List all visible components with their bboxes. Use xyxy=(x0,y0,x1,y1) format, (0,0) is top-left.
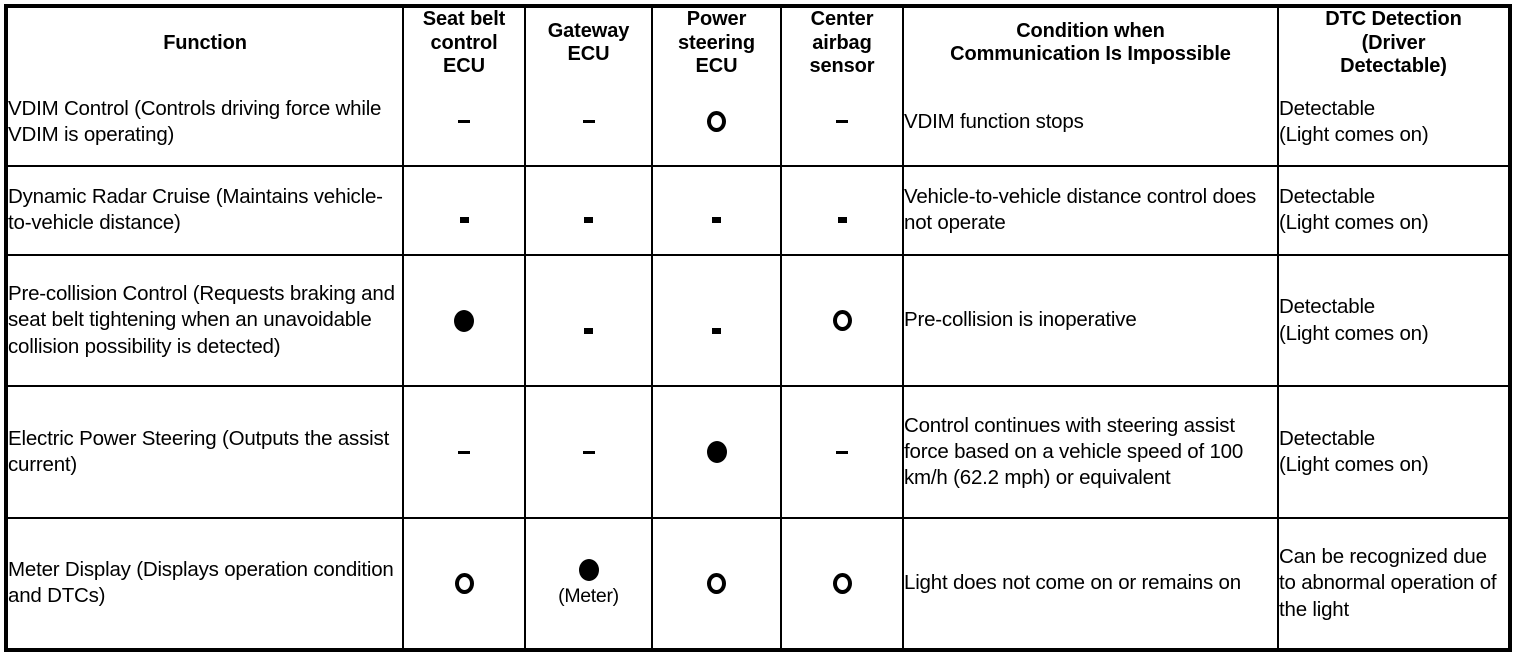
dash-icon xyxy=(458,450,470,454)
filled-circle-icon xyxy=(578,559,599,582)
mark-note: (Meter) xyxy=(558,585,619,608)
cell-condition: Control continues with steering assist f… xyxy=(902,385,1279,519)
cell-gateway-ecu xyxy=(524,78,653,167)
open-circle-icon xyxy=(454,572,474,594)
mark-stack: (Meter) xyxy=(526,559,651,607)
cell-center-airbag-sensor xyxy=(780,253,904,388)
mark-stack xyxy=(404,120,524,124)
cell-dtc-detection: Detectable(Light comes on) xyxy=(1277,164,1508,256)
filled-circle-icon xyxy=(454,309,474,332)
open-circle-icon xyxy=(707,111,726,133)
cell-power-steering-ecu xyxy=(651,253,782,388)
cell-center-airbag-sensor xyxy=(780,385,904,519)
cell-center-airbag-sensor xyxy=(780,516,904,648)
mark-stack xyxy=(653,441,780,464)
dash-icon xyxy=(582,450,595,454)
table-row: Electric Power Steering (Outputs the ass… xyxy=(8,385,1508,519)
dash-icon xyxy=(712,217,721,224)
table-row: VDIM Control (Controls driving force whi… xyxy=(8,78,1508,167)
mark-stack xyxy=(653,207,780,224)
cell-seat-belt-control-ecu xyxy=(402,516,526,648)
cell-condition: Light does not come on or remains on xyxy=(902,516,1279,648)
cell-gateway-ecu xyxy=(524,385,653,519)
mark-stack xyxy=(782,310,902,332)
dash-icon xyxy=(458,120,470,124)
filled-circle-icon xyxy=(706,441,727,464)
mark-stack xyxy=(653,318,780,334)
mark-stack xyxy=(653,572,780,594)
cell-dtc-detection: Detectable(Light comes on) xyxy=(1277,385,1508,519)
cell-dtc-detection: Detectable(Light comes on) xyxy=(1277,253,1508,388)
open-circle-icon xyxy=(832,572,852,594)
mark-stack xyxy=(404,450,524,454)
mark-stack xyxy=(782,572,902,594)
cell-power-steering-ecu xyxy=(651,385,782,519)
mark-stack xyxy=(526,318,651,334)
dash-icon xyxy=(459,217,469,224)
mark-stack xyxy=(526,120,651,124)
cell-power-steering-ecu xyxy=(651,516,782,648)
open-circle-icon xyxy=(832,310,852,332)
cell-gateway-ecu xyxy=(524,253,653,388)
cell-gateway-ecu xyxy=(524,164,653,256)
dash-icon xyxy=(836,450,848,454)
mark-stack xyxy=(526,207,651,224)
cell-condition: Vehicle-to-vehicle distance control does… xyxy=(902,164,1279,256)
table-row: Meter Display (Displays operation condit… xyxy=(8,516,1508,648)
cell-center-airbag-sensor xyxy=(780,78,904,167)
dash-icon xyxy=(712,327,721,334)
mark-stack xyxy=(404,309,524,332)
cell-gateway-ecu: (Meter) xyxy=(524,516,653,648)
mark-stack xyxy=(653,111,780,133)
dash-icon xyxy=(836,120,848,124)
dash-icon xyxy=(837,217,847,224)
cell-condition: Pre-collision is inoperative xyxy=(902,253,1279,388)
cell-seat-belt-control-ecu xyxy=(402,385,526,519)
mark-stack xyxy=(782,450,902,454)
mark-stack xyxy=(404,207,524,224)
column-header-function: Function xyxy=(8,8,404,79)
dash-icon xyxy=(584,327,593,334)
cell-function-name: VDIM Control (Controls driving force whi… xyxy=(8,78,404,167)
open-circle-icon xyxy=(707,572,726,594)
cell-dtc-detection: Detectable(Light comes on) xyxy=(1277,78,1508,167)
cell-dtc-detection: Can be recognized due to abnormal operat… xyxy=(1277,516,1508,648)
cell-power-steering-ecu xyxy=(651,78,782,167)
cell-function-name: Electric Power Steering (Outputs the ass… xyxy=(8,385,404,519)
table-row: Pre-collision Control (Requests braking … xyxy=(8,253,1508,388)
cell-center-airbag-sensor xyxy=(780,164,904,256)
dash-icon xyxy=(582,120,595,124)
cell-seat-belt-control-ecu xyxy=(402,78,526,167)
cell-function-name: Pre-collision Control (Requests braking … xyxy=(8,253,404,388)
mark-stack xyxy=(404,572,524,594)
cell-condition: VDIM function stops xyxy=(902,78,1279,167)
mark-stack xyxy=(526,450,651,454)
mark-stack xyxy=(782,120,902,124)
cell-seat-belt-control-ecu xyxy=(402,253,526,388)
dash-icon xyxy=(584,217,593,224)
table-body: VDIM Control (Controls driving force whi… xyxy=(8,78,1508,648)
mark-stack xyxy=(782,207,902,224)
table-row: Dynamic Radar Cruise (Maintains vehicle-… xyxy=(8,164,1508,256)
cell-function-name: Meter Display (Displays operation condit… xyxy=(8,516,404,648)
cell-function-name: Dynamic Radar Cruise (Maintains vehicle-… xyxy=(8,164,404,256)
cell-seat-belt-control-ecu xyxy=(402,164,526,256)
cell-power-steering-ecu xyxy=(651,164,782,256)
